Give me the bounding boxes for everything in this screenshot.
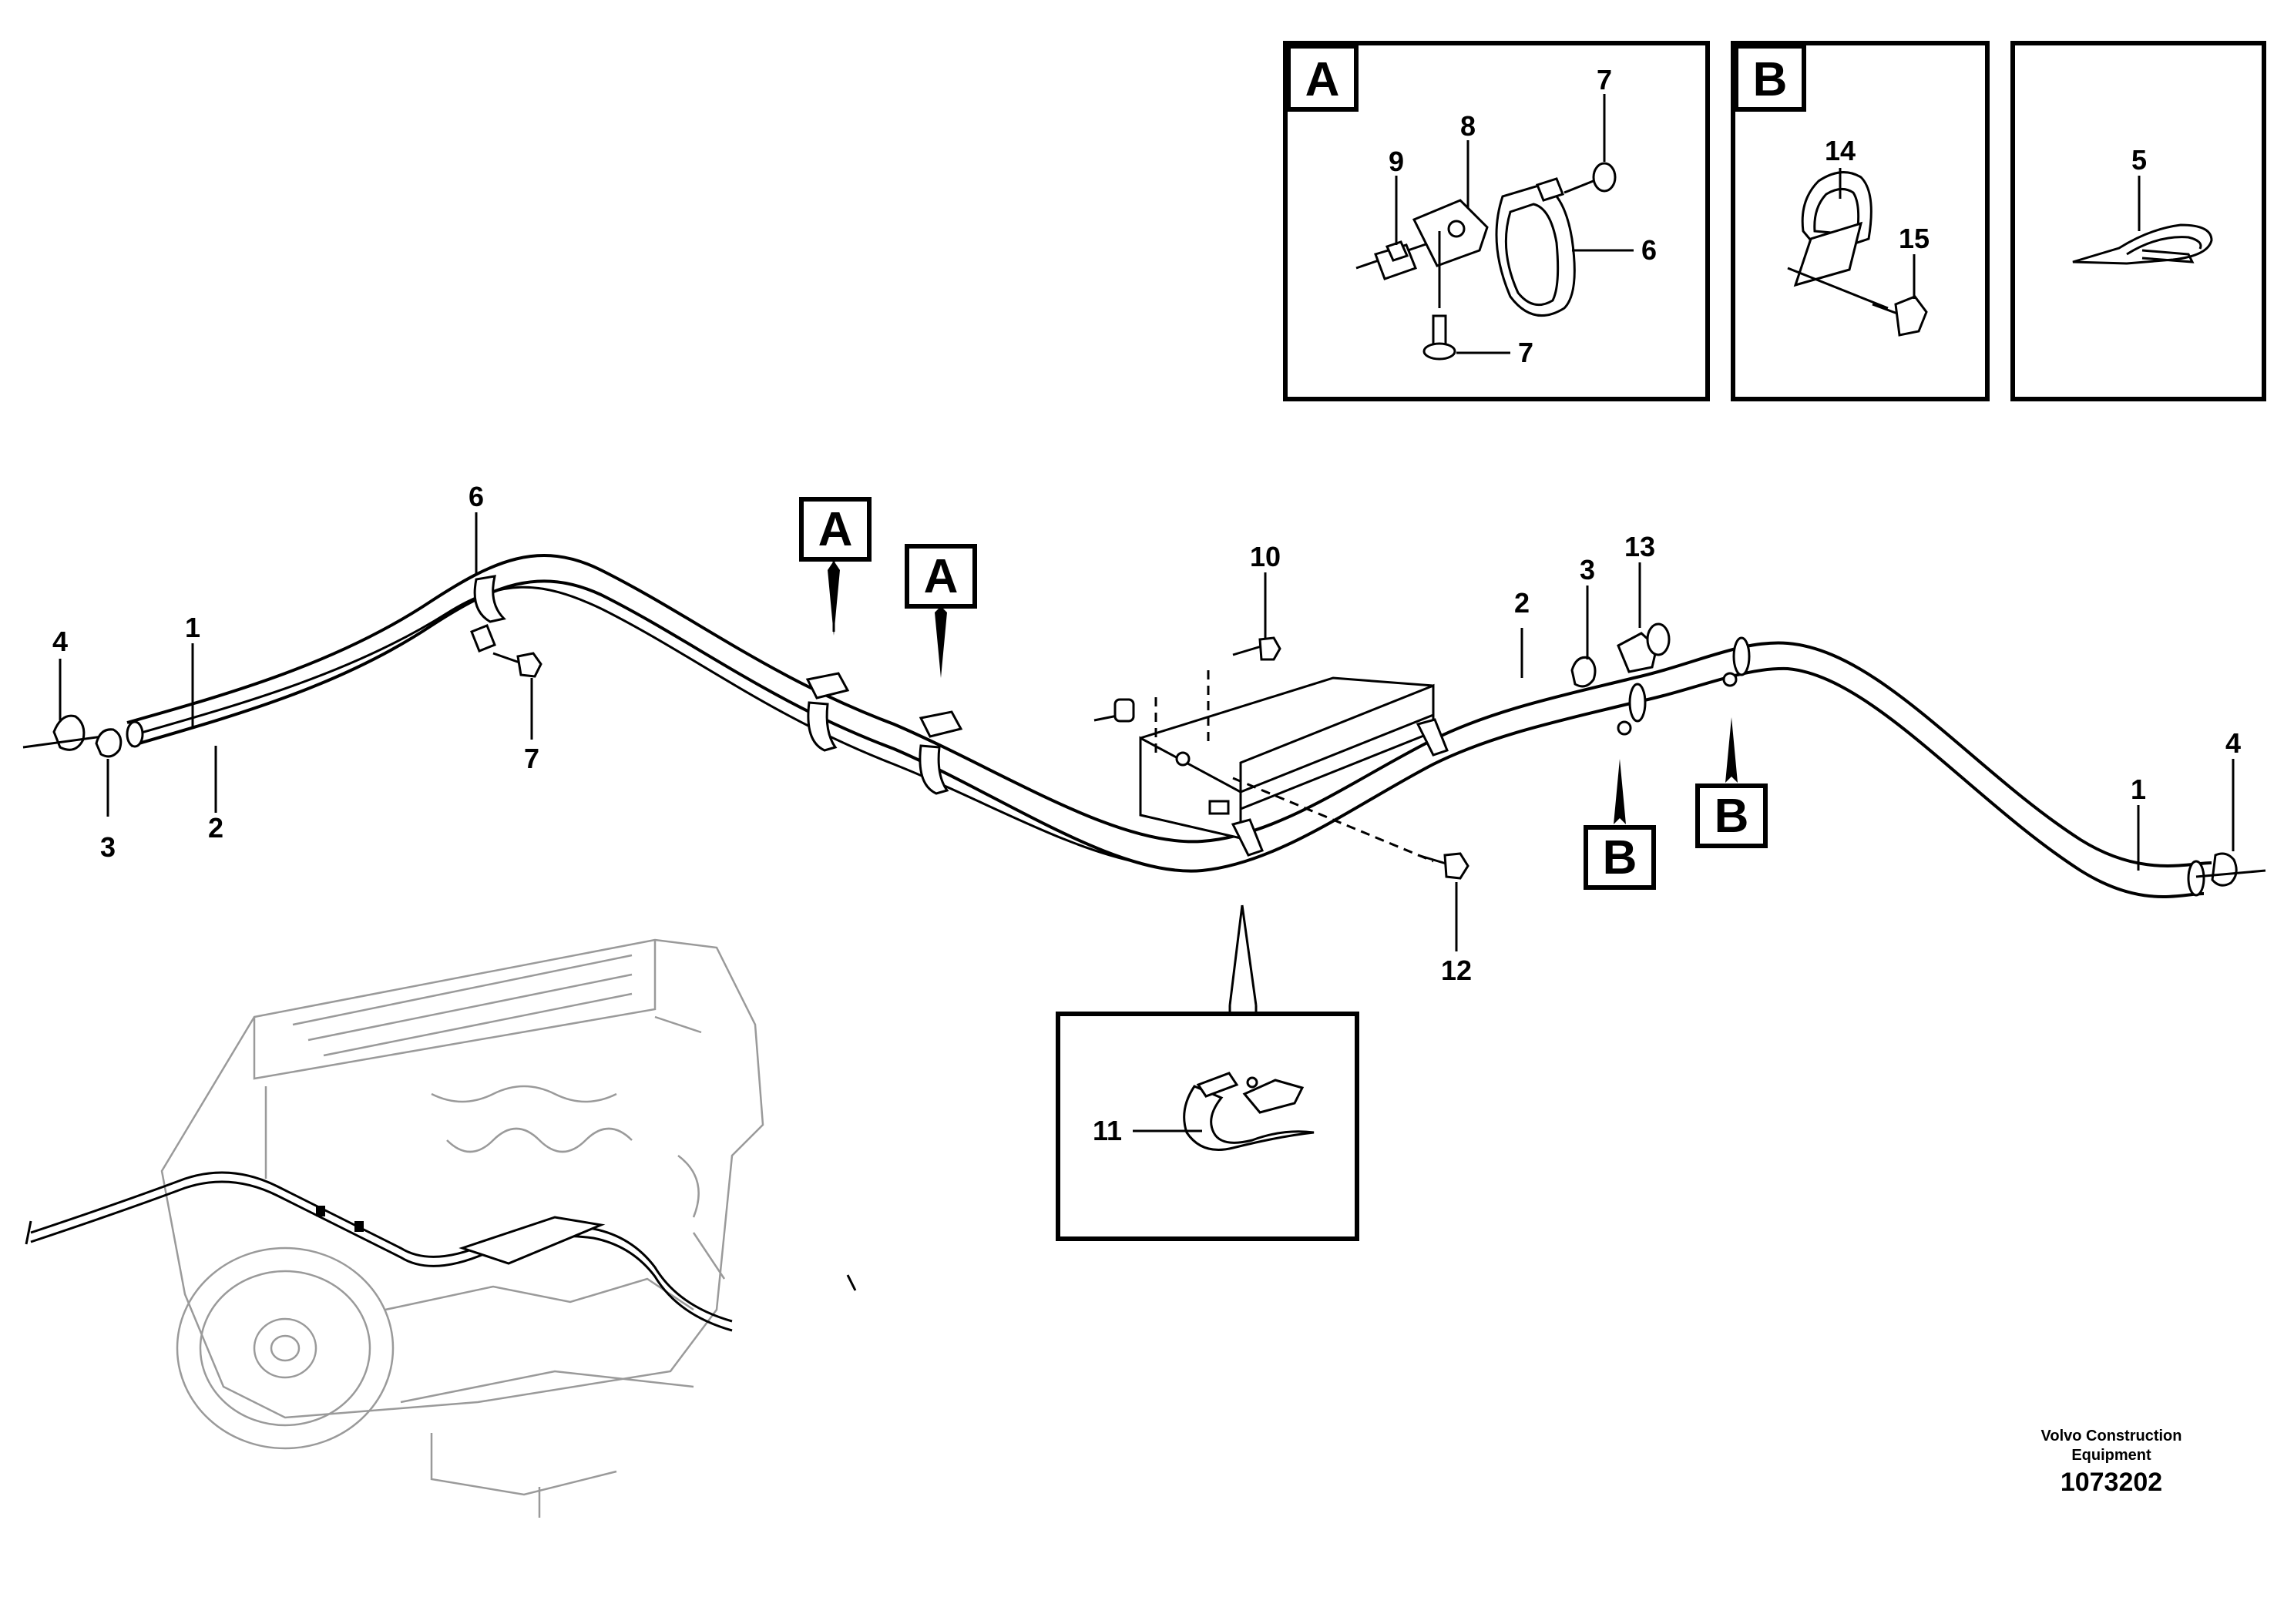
bolt-part [1563, 162, 1617, 194]
part-label: 15 [1899, 223, 1930, 254]
clamp-right-3 [1570, 656, 1597, 688]
nut-part [1355, 230, 1465, 280]
engine-overview [25, 938, 857, 1518]
drawing-number: 1073202 [2061, 1468, 2162, 1497]
view-marker-a1: A [799, 497, 872, 636]
p-clamp-part [1495, 177, 1576, 317]
clamp-6 [470, 575, 506, 653]
svg-text:B: B [1715, 790, 1749, 843]
detail-box-clip: 11 [1056, 1012, 1359, 1241]
part-label: 8 [1460, 110, 1476, 142]
part-label: 7 [1518, 337, 1533, 368]
callout-label: 13 [1624, 531, 1655, 562]
fitting-13 [1617, 622, 1671, 673]
bolt-part [1422, 314, 1456, 361]
clamp-right-4 [2187, 852, 2266, 897]
clamp-b2 [1722, 636, 1751, 687]
part-label: 9 [1389, 146, 1404, 177]
callout-label: 4 [2225, 727, 2241, 759]
view-marker-a2: A [905, 544, 977, 678]
clamp-a1 [805, 672, 850, 752]
detail-a-letter: A [1305, 53, 1340, 106]
view-marker-b1: B [1584, 759, 1656, 890]
cable-tie-part [2072, 223, 2213, 265]
bolt-part [1872, 295, 1928, 337]
hose-clip-part [1183, 1072, 1315, 1151]
detail-b-letter: B [1753, 53, 1788, 106]
spacer-10 [1093, 697, 1157, 759]
hose-assembly [22, 554, 2266, 898]
svg-text:A: A [924, 550, 959, 603]
svg-text:B: B [1603, 831, 1637, 884]
detail-box-a: A 9 8 7 [1283, 41, 1710, 401]
detail-box-strap: 5 [2010, 41, 2266, 401]
callout-label: 1 [185, 612, 200, 643]
part-label: 5 [2131, 144, 2147, 176]
strap-11 [1231, 718, 1449, 857]
callout-label: 4 [52, 626, 68, 657]
bolt-10 [1207, 636, 1281, 747]
callout-label: 1 [2131, 773, 2146, 805]
part-label: 11 [1093, 1115, 1122, 1146]
callout-label: 6 [469, 481, 484, 512]
bolt-12 [1232, 777, 1469, 880]
callout-leaders [59, 512, 2235, 951]
detail-box-b: B 14 15 [1731, 41, 1990, 401]
callout-label: 7 [524, 743, 539, 774]
callout-label: 10 [1250, 541, 1281, 572]
grommet-clamp-part [1787, 171, 1889, 310]
bolt-7 [492, 652, 542, 678]
hose-lower [130, 579, 2205, 898]
clip-detail-pointer [1228, 904, 1258, 1014]
callout-label: 2 [208, 812, 223, 844]
company-name-line2: Equipment [2071, 1447, 2151, 1464]
svg-text:A: A [818, 503, 853, 556]
company-name-line1: Volvo Construction [2041, 1428, 2182, 1444]
view-marker-b2: B [1695, 717, 1768, 848]
part-label: 6 [1641, 234, 1657, 266]
control-unit-box [1139, 676, 1435, 840]
clamp-left-3 [95, 728, 123, 758]
callout-label: 12 [1441, 955, 1472, 986]
part-label: 7 [1597, 64, 1612, 96]
clamp-a2 [919, 710, 963, 795]
clamp-b1 [1617, 683, 1647, 736]
callout-label: 3 [1580, 554, 1595, 586]
callout-label: 3 [100, 831, 116, 863]
clamp-left-4 [22, 714, 109, 751]
part-label: 14 [1825, 135, 1856, 166]
callout-label: 2 [1514, 587, 1530, 619]
